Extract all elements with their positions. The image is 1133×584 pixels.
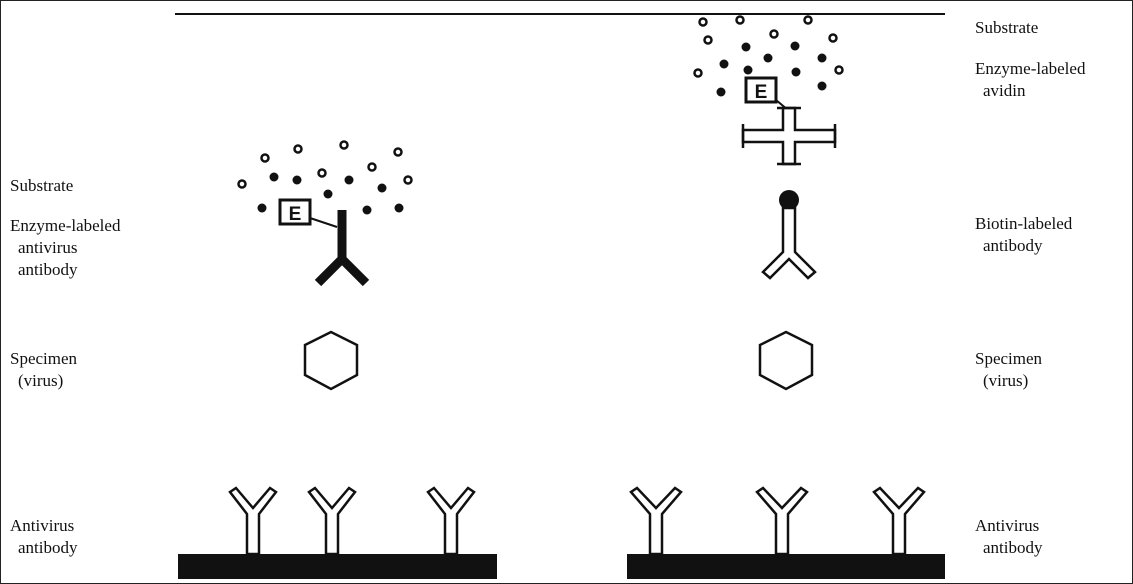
right-biotin-line-1: Biotin-labeled (975, 214, 1073, 233)
right-enzyme-avidin-label: Enzyme-labeled avidin (975, 58, 1085, 102)
left-enzyme-antibody-label: Enzyme-labeled antivirus antibody (10, 215, 120, 281)
left-virus-hexagon (303, 330, 359, 391)
left-enzyme-antibody (314, 210, 370, 287)
right-solid-phase (627, 554, 945, 579)
right-virus-hexagon (758, 330, 814, 391)
right-product-dots (716, 41, 827, 97)
right-specimen-line-1: Specimen (975, 349, 1043, 368)
right-antivirus-line-2: antibody (983, 538, 1043, 557)
right-enzyme-box: E (744, 76, 789, 111)
left-enzyme-letter: E (289, 204, 302, 225)
left-antivirus-line-2: antibody (18, 538, 78, 557)
left-product-dots (257, 172, 404, 215)
left-substrate-dots (237, 140, 413, 189)
right-enzyme-avidin-line-2: avidin (983, 81, 1026, 100)
right-biotin-antibody-label: Biotin-labeled antibody (975, 213, 1072, 257)
left-solid-phase (178, 554, 497, 579)
left-specimen-line-2: (virus) (18, 371, 64, 390)
left-specimen-line-1: Specimen (10, 349, 78, 368)
right-specimen-line-2: (virus) (983, 371, 1029, 390)
avidin-cross-ticks (741, 106, 837, 166)
left-substrate-label: Substrate (10, 176, 74, 195)
right-antivirus-antibody-label: Antivirus antibody (975, 515, 1043, 559)
avidin-cross (741, 106, 837, 166)
right-antivirus-line-1: Antivirus (975, 516, 1040, 535)
left-enzyme-antibody-line-1: Enzyme-labeled (10, 216, 121, 235)
right-capture-antibodies (629, 486, 926, 556)
right-enzyme-letter: E (755, 82, 768, 103)
biotin-dot (779, 190, 799, 210)
right-specimen-label: Specimen (virus) (975, 348, 1042, 392)
right-biotin-line-2: antibody (983, 236, 1043, 255)
left-enzyme-antibody-line-3: antibody (18, 260, 78, 279)
left-enzyme-antibody-line-2: antivirus (18, 238, 78, 257)
right-substrate-label: Substrate (975, 18, 1039, 37)
left-enzyme-box: E (278, 198, 338, 228)
right-enzyme-avidin-line-1: Enzyme-labeled (975, 59, 1086, 78)
right-substrate-dots (693, 15, 844, 78)
left-antivirus-antibody-label: Antivirus antibody (10, 515, 78, 559)
left-capture-antibodies (228, 486, 476, 556)
left-specimen-label: Specimen (virus) (10, 348, 77, 392)
left-antivirus-line-1: Antivirus (10, 516, 75, 535)
biotin-antibody (761, 206, 817, 280)
